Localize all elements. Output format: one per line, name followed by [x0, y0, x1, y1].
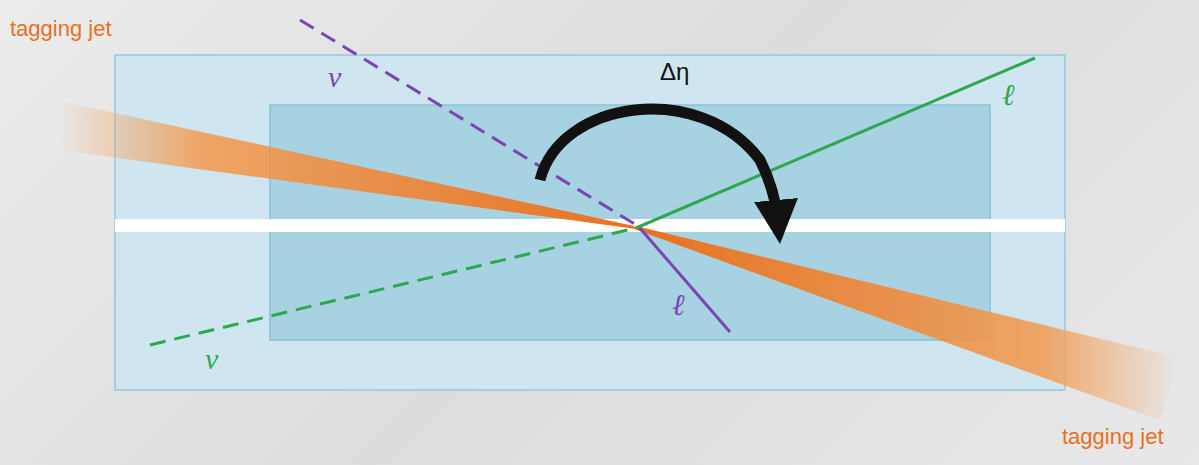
delta-eta-arrow	[540, 109, 778, 222]
jet-label: tagging jet	[10, 18, 112, 40]
neutrino-line	[150, 228, 636, 345]
lepton-label: ℓ	[1002, 80, 1015, 110]
neutrino-label: ν	[205, 344, 218, 374]
delta-eta-label: Δη	[660, 60, 689, 84]
neutrino-label: ν	[328, 62, 341, 92]
lepton-label: ℓ	[672, 290, 685, 320]
jet-label: tagging jet	[1062, 426, 1164, 448]
tagging-jet-cone	[634, 226, 1180, 420]
lepton-line	[636, 58, 1035, 228]
lepton-line	[638, 226, 730, 332]
